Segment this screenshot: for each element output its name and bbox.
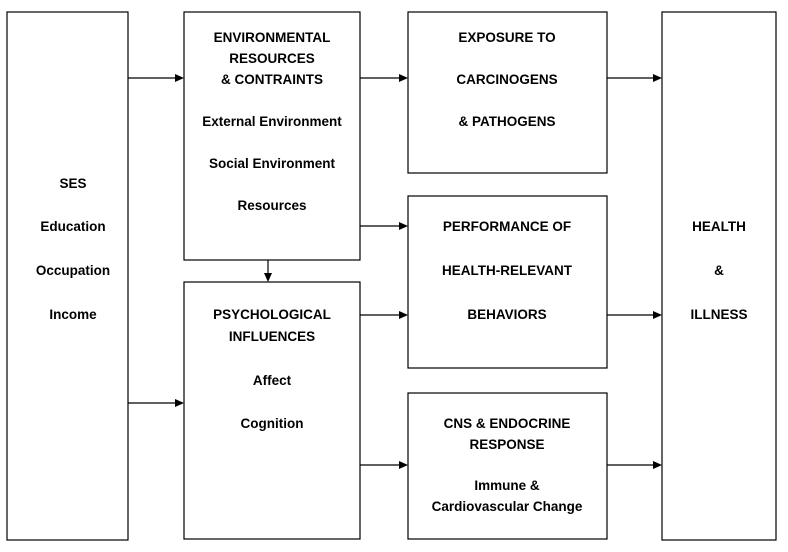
environmental-box-line: Social Environment — [209, 156, 336, 171]
performance-box-title: HEALTH-RELEVANT — [442, 263, 573, 278]
cns-box-line: Immune & — [474, 478, 540, 493]
psychological-box-line: Cognition — [241, 416, 304, 431]
health-box: HEALTH & ILLNESS — [661, 11, 777, 541]
arrow-psychological-to-cns — [360, 461, 408, 469]
arrow-performance-to-health — [607, 311, 662, 319]
arrow-environmental-to-exposure — [360, 74, 408, 82]
ses-box-line: Occupation — [36, 263, 110, 278]
arrow-environmental-to-performance — [360, 222, 408, 230]
health-box-title: & — [714, 263, 724, 278]
arrow-cns-to-health — [607, 461, 662, 469]
environmental-box-title: ENVIRONMENTAL — [214, 30, 331, 45]
cns-box-title: RESPONSE — [469, 437, 544, 452]
performance-box: PERFORMANCE OF HEALTH-RELEVANT BEHAVIORS — [407, 195, 608, 369]
performance-box-title: BEHAVIORS — [467, 307, 546, 322]
health-box-title: HEALTH — [692, 219, 746, 234]
environmental-box-line: Resources — [237, 198, 306, 213]
ses-box-title: SES — [59, 176, 86, 191]
cns-box-line: Cardiovascular Change — [432, 499, 583, 514]
arrow-environmental-to-psychological — [264, 260, 272, 282]
performance-box-title: PERFORMANCE OF — [443, 219, 571, 234]
health-box-title: ILLNESS — [690, 307, 747, 322]
ses-box-line: Education — [40, 219, 105, 234]
arrow-ses-to-environmental — [128, 74, 184, 82]
exposure-box-title: CARCINOGENS — [456, 72, 557, 87]
ses-box: SES Education Occupation Income — [6, 11, 129, 541]
environmental-box: ENVIRONMENTAL RESOURCES & CONTRAINTS Ext… — [183, 11, 361, 261]
exposure-box: EXPOSURE TO CARCINOGENS & PATHOGENS — [407, 11, 608, 174]
cns-box-title: CNS & ENDOCRINE — [444, 416, 571, 431]
ses-box-line: Income — [49, 307, 97, 322]
psychological-box-title: PSYCHOLOGICAL — [213, 307, 331, 322]
arrow-exposure-to-health — [607, 74, 662, 82]
environmental-box-title: & CONTRAINTS — [221, 72, 323, 87]
arrow-ses-to-psychological — [128, 399, 184, 407]
psychological-box-title: INFLUENCES — [229, 329, 315, 344]
environmental-box-line: External Environment — [202, 114, 342, 129]
psychological-box: PSYCHOLOGICAL INFLUENCES Affect Cognitio… — [183, 281, 361, 540]
environmental-box-title: RESOURCES — [229, 51, 315, 66]
cns-box: CNS & ENDOCRINE RESPONSE Immune & Cardio… — [407, 392, 608, 540]
exposure-box-title: EXPOSURE TO — [458, 30, 555, 45]
psychological-box-line: Affect — [253, 373, 292, 388]
arrow-psychological-to-performance — [360, 311, 408, 319]
exposure-box-title: & PATHOGENS — [458, 114, 555, 129]
